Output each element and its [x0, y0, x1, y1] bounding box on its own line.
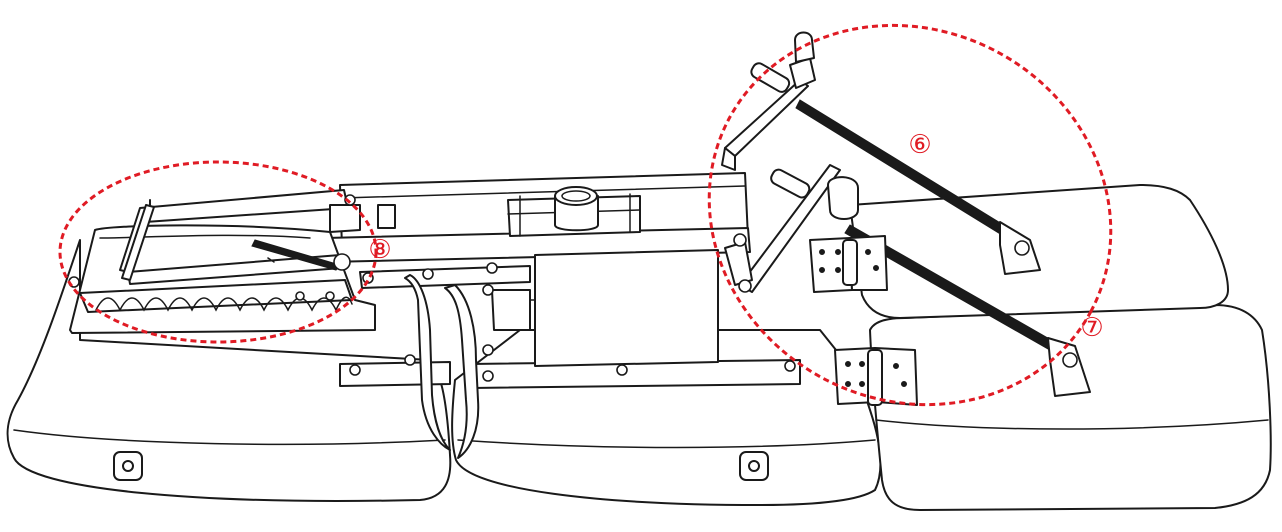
upper-hinge: [809, 235, 888, 293]
center-handle-icon: [739, 451, 769, 481]
upper-foot-lever: [721, 31, 1041, 275]
head-lever: [119, 189, 396, 285]
foot-cushion-upper: [849, 184, 1229, 319]
callout-ellipse-head: [58, 160, 378, 344]
left-handle-icon: [113, 451, 143, 481]
callout-group-8: [58, 160, 378, 344]
callout-ellipse-foot: [707, 23, 1113, 407]
foot-cushion-lower: [869, 304, 1272, 511]
lower-foot-lever: [724, 164, 1091, 397]
callout-label-6: ⑥: [908, 130, 931, 160]
callout-label-8: ⑧: [368, 235, 391, 265]
lower-hinge: [834, 347, 918, 406]
center-pad: [529, 249, 719, 367]
callout-group-6-7: [707, 23, 1113, 407]
callout-label-7: ⑦: [1080, 313, 1103, 343]
center-mount: [507, 186, 641, 237]
lower-rails: [339, 262, 801, 459]
